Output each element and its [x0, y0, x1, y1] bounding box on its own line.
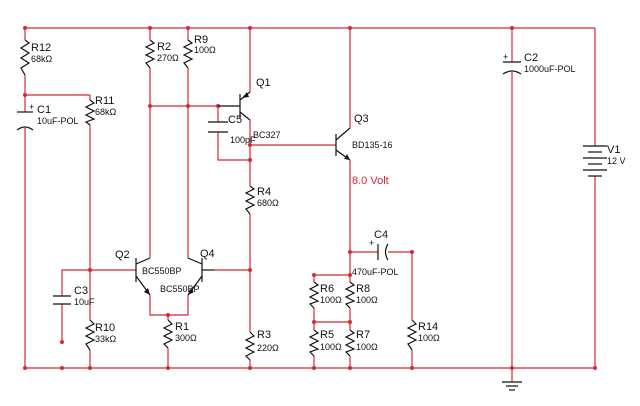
r8-value: 100Ω — [356, 295, 378, 305]
ground-icon — [502, 381, 522, 391]
q2-value: BC550BP — [142, 266, 182, 276]
transistor-q4: Q4 BC550BP — [160, 248, 215, 296]
capacitor-c2: + C2 1000uF-POL — [502, 52, 576, 75]
capacitor-c5: C5 100pF — [208, 114, 256, 145]
q4-ref: Q4 — [200, 248, 215, 260]
r7-value: 100Ω — [356, 342, 378, 352]
r6-ref: R6 — [320, 283, 334, 295]
c1-polarity: + — [29, 102, 34, 112]
c1-ref: C1 — [37, 104, 51, 116]
c4-polarity: + — [369, 238, 374, 248]
r9-value: 100Ω — [194, 45, 216, 55]
c4-ref: C4 — [374, 229, 388, 241]
r5-value: 100Ω — [320, 342, 342, 352]
r12-value: 68kΩ — [31, 54, 53, 64]
c3-value: 10uF — [74, 297, 95, 307]
r5-ref: R5 — [320, 329, 334, 341]
voltage-source-v1: V1 12 V — [583, 144, 626, 177]
capacitor-c1: + C1 10uF-POL — [16, 102, 79, 131]
resistor-r6: R6 100Ω — [308, 281, 342, 309]
r9-ref: R9 — [194, 34, 208, 46]
resistor-r10: R10 33kΩ — [84, 319, 117, 351]
resistor-r12: R12 68kΩ — [19, 39, 53, 76]
resistor-r7: R7 100Ω — [344, 329, 378, 357]
resistor-r2: R2 270Ω — [144, 39, 179, 69]
q2-ref: Q2 — [115, 249, 130, 261]
resistor-r14: R14 100Ω — [406, 319, 440, 351]
c2-polarity: + — [503, 52, 508, 62]
r3-ref: R3 — [257, 329, 271, 341]
r11-ref: R11 — [95, 95, 114, 107]
r1-value: 300Ω — [175, 333, 197, 343]
r10-value: 33kΩ — [95, 334, 117, 344]
c3-ref: C3 — [74, 285, 88, 297]
r2-ref: R2 — [157, 41, 171, 53]
r14-value: 100Ω — [418, 333, 440, 343]
v1-value: 12 V — [607, 156, 626, 166]
r1-ref: R1 — [175, 321, 189, 333]
r4-value: 680Ω — [257, 198, 279, 208]
transistor-q2: Q2 BC550BP — [115, 249, 182, 296]
c4-value: 470uF-POL — [352, 267, 399, 277]
r7-ref: R7 — [356, 329, 370, 341]
r6-value: 100Ω — [320, 295, 342, 305]
capacitor-c3: C3 10uF — [53, 285, 95, 307]
q1-ref: Q1 — [256, 77, 271, 89]
capacitor-c4: + C4 470uF-POL — [352, 229, 399, 277]
r2-value: 270Ω — [157, 53, 179, 63]
c5-value: 100pF — [230, 135, 256, 145]
r14-ref: R14 — [418, 321, 438, 333]
c2-ref: C2 — [524, 52, 538, 64]
resistor-r11: R11 68kΩ — [84, 95, 117, 126]
resistor-r1: R1 300Ω — [162, 319, 197, 349]
junction-dots — [23, 26, 597, 370]
v1-ref: V1 — [607, 144, 620, 156]
transistor-q3: Q3 BD135-16 — [335, 113, 393, 161]
resistor-r3: R3 220Ω — [244, 329, 279, 361]
transistor-q1: Q1 BC327 — [218, 77, 281, 140]
c1-value: 10uF-POL — [37, 116, 79, 126]
q1-value: BC327 — [253, 130, 281, 140]
voltage-probe-label: 8.0 Volt — [352, 175, 389, 187]
c2-value: 1000uF-POL — [524, 64, 576, 74]
resistor-r4: R4 680Ω — [244, 185, 279, 215]
r10-ref: R10 — [95, 322, 115, 334]
resistor-r8: R8 100Ω — [344, 281, 378, 309]
r11-value: 68kΩ — [95, 107, 117, 117]
c5-ref: C5 — [228, 114, 242, 126]
r3-value: 220Ω — [257, 343, 279, 353]
resistor-r9: R9 100Ω — [182, 34, 216, 69]
r4-ref: R4 — [257, 186, 271, 198]
r8-ref: R8 — [356, 283, 370, 295]
q4-value: BC550BP — [160, 284, 200, 294]
resistor-r5: R5 100Ω — [308, 329, 342, 357]
q3-value: BD135-16 — [352, 140, 393, 150]
r12-ref: R12 — [31, 42, 51, 54]
q3-ref: Q3 — [354, 113, 369, 125]
